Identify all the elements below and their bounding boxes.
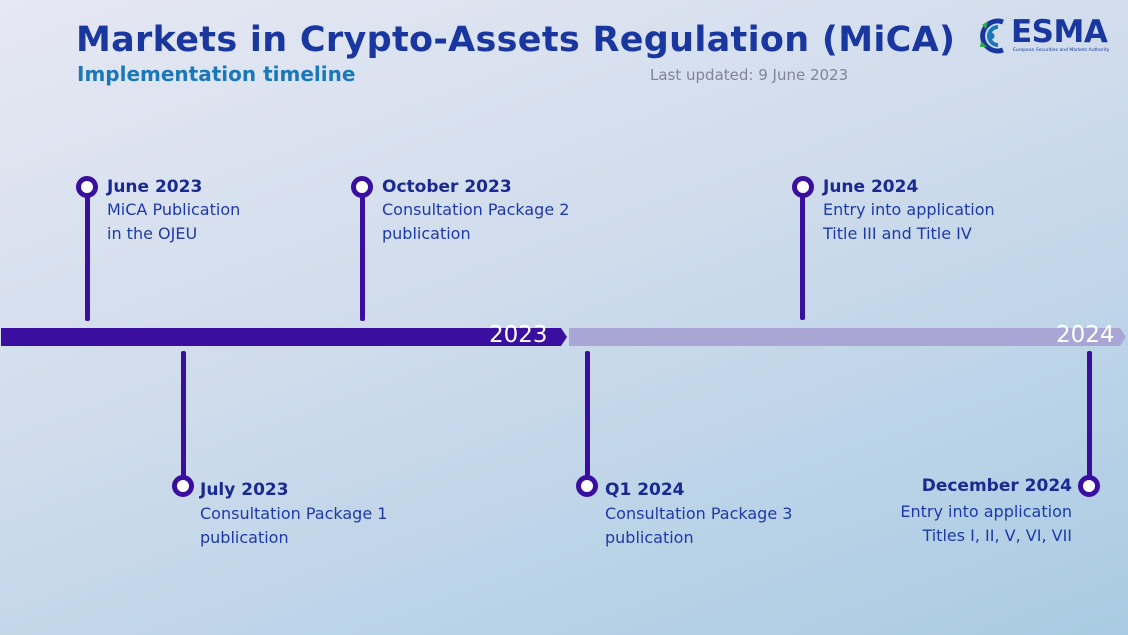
description-line: publication [605, 528, 694, 547]
description-line: MiCA Publication [107, 200, 241, 219]
page-subtitle: Implementation timeline [77, 62, 356, 86]
description-line: Consultation Package 3 [605, 504, 793, 523]
event-q1-2024-date: Q1 2024 [605, 480, 685, 500]
event-october-2023-description: Consultation Package 2 publication [382, 198, 569, 246]
description-line: Consultation Package 1 [200, 504, 388, 523]
event-q1-2024-description: Consultation Package 3 publication [605, 502, 792, 550]
event-q1-2024-marker [576, 475, 598, 497]
page-title: Markets in Crypto-Assets Regulation (MiC… [76, 20, 956, 60]
description-line: in the OJEU [107, 224, 198, 243]
event-october-2023-date: October 2023 [382, 177, 512, 197]
event-june-2023-marker [76, 176, 98, 198]
esma-logo: ESMA European Securities and Markets Aut… [972, 14, 1112, 57]
event-q1-2024-stem [585, 351, 590, 481]
event-june-2023-description: MiCA Publication in the OJEU [107, 198, 240, 246]
event-july-2023-stem [181, 351, 186, 481]
logo-tagline: European Securities and Markets Authorit… [1013, 48, 1110, 53]
event-july-2023-date: July 2023 [200, 480, 289, 500]
description-line: publication [200, 528, 289, 547]
timeline-segment-2023 [1, 328, 567, 346]
event-july-2023-description: Consultation Package 1 publication [200, 502, 387, 550]
year-label-2023: 2023 [489, 322, 548, 348]
event-december-2024-description: Entry into application Titles I, II, V, … [900, 500, 1072, 548]
event-june-2023-stem [85, 190, 90, 321]
description-line: Title III and Title IV [823, 224, 972, 243]
event-july-2023-marker [172, 475, 194, 497]
event-october-2023-stem [360, 190, 365, 321]
event-december-2024-date: December 2024 [921, 476, 1072, 496]
event-october-2023-marker [351, 176, 373, 198]
event-june-2024-marker [792, 176, 814, 198]
timeline-bar [1, 328, 1126, 346]
year-label-2024: 2024 [1056, 322, 1115, 348]
timeline-segment-2024 [569, 328, 1126, 346]
esma-emblem-icon [980, 18, 1004, 54]
description-line: Entry into application [823, 200, 995, 219]
event-december-2024-marker [1078, 475, 1100, 497]
description-line: Entry into application [900, 502, 1072, 521]
last-updated-text: Last updated: 9 June 2023 [650, 66, 849, 84]
event-june-2024-description: Entry into application Title III and Tit… [823, 198, 995, 246]
event-december-2024-stem [1087, 351, 1092, 481]
event-june-2024-stem [800, 190, 805, 320]
description-line: publication [382, 224, 471, 243]
event-june-2024-date: June 2024 [823, 177, 919, 197]
event-june-2023-date: June 2023 [107, 177, 203, 197]
description-line: Titles I, II, V, VI, VII [922, 526, 1072, 545]
logo-wordmark: ESMA [1011, 14, 1108, 50]
description-line: Consultation Package 2 [382, 200, 570, 219]
